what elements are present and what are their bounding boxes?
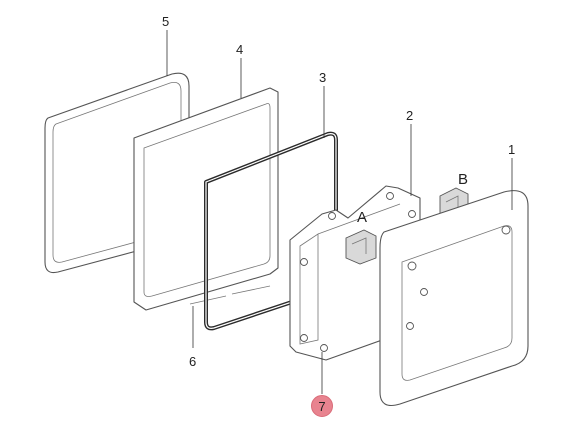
badge-circle [311, 395, 333, 417]
callout-3: 3 [319, 70, 326, 85]
clip-a [345, 229, 377, 265]
part-1-back-frame [379, 190, 529, 407]
leader-lines [166, 30, 513, 394]
callout-1: 1 [508, 142, 515, 157]
letter-b: B [458, 171, 468, 188]
callout-7: 7 [318, 399, 325, 414]
callout-6: 6 [189, 354, 196, 369]
callout-labels: 5 4 3 2 1 6 A B [162, 14, 515, 369]
callout-4: 4 [236, 42, 243, 57]
callout-2: 2 [406, 108, 413, 123]
callout-5: 5 [162, 14, 169, 29]
letter-a: A [357, 209, 367, 226]
callout-7-badge: 7 [311, 395, 333, 417]
